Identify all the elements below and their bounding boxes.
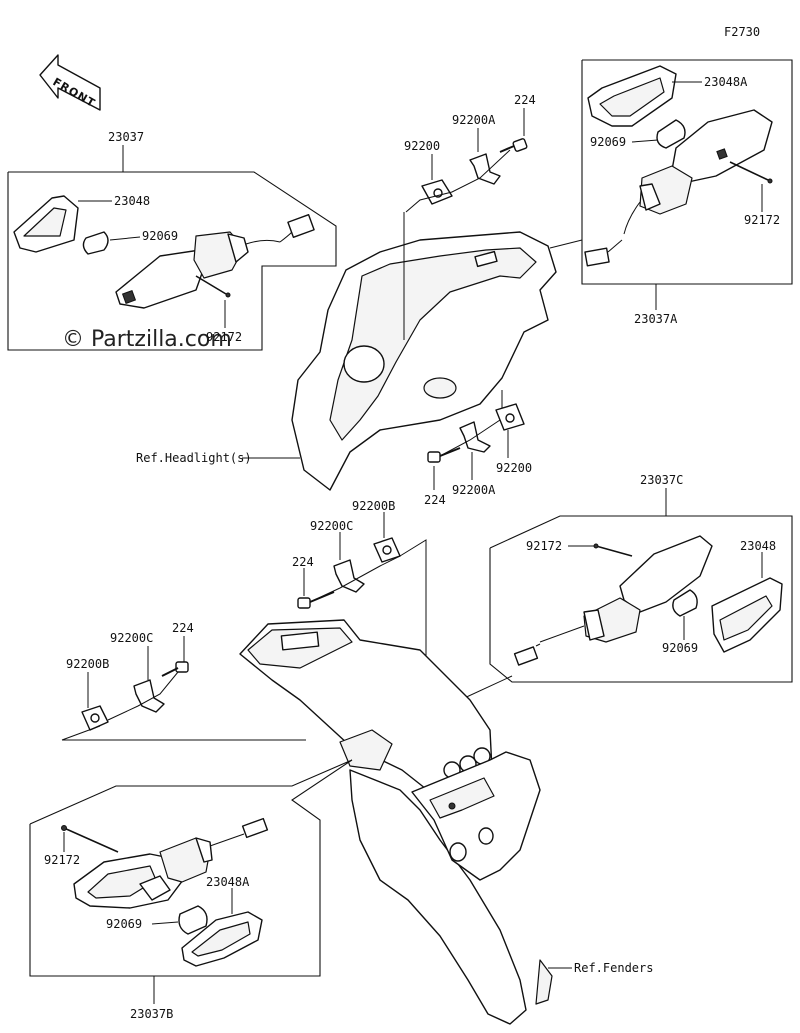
turn-signal-23037 [115, 214, 315, 309]
label-224-d: 224 [172, 621, 194, 635]
turn-signal-23037a [584, 109, 773, 267]
label-23037b: 23037B [130, 1007, 173, 1021]
label-92172-c: 92172 [526, 539, 562, 553]
front-cowl [291, 231, 557, 491]
label-ref-fenders: Ref.Fenders [574, 961, 653, 975]
bulb-92069-c [672, 589, 698, 617]
label-23037: 23037 [108, 130, 144, 144]
label-224-c: 224 [292, 555, 314, 569]
bracket-92200a-top [469, 153, 501, 185]
screw-92172-left [195, 275, 231, 298]
bulb-92069-bottom [178, 905, 208, 935]
bolt-224-c [297, 591, 335, 609]
bracket-92200-mid [495, 403, 525, 431]
figure-id: F2730 [724, 25, 760, 39]
watermark: © Partzilla.com [62, 327, 232, 352]
label-92069-a: 92069 [142, 229, 178, 243]
bolt-224-top [499, 138, 528, 153]
label-92172-a: 92172 [206, 330, 242, 344]
turn-signal-23037b [73, 817, 269, 909]
label-92200b-b: 92200B [66, 657, 109, 671]
label-92069-d: 92069 [106, 917, 142, 931]
label-92069-c: 92069 [662, 641, 698, 655]
label-23048-c: 23048 [740, 539, 776, 553]
turn-signal-23037c [513, 535, 713, 666]
label-23048a-bottom: 23048A [206, 875, 250, 889]
bracket-92200c-a [333, 559, 365, 593]
label-23048a-top: 23048A [704, 75, 748, 89]
front-arrow-icon: FRONT [39, 54, 101, 111]
box-23037 [7, 145, 337, 351]
lens-23048a-bottom [181, 911, 263, 967]
bulb-92069-left [82, 231, 109, 255]
rear-tail-fender [239, 619, 553, 1025]
label-92172-d: 92172 [44, 853, 80, 867]
label-92200c-a: 92200C [310, 519, 353, 533]
screw-92172-d [61, 825, 119, 853]
bracket-92200-top [421, 179, 453, 205]
label-92200a-mid: 92200A [452, 483, 496, 497]
bulb-92069-right [656, 119, 686, 149]
label-92200c-b: 92200C [110, 631, 153, 645]
label-224-mid: 224 [424, 493, 446, 507]
label-92200-top: 92200 [404, 139, 440, 153]
label-23037c: 23037C [640, 473, 683, 487]
box-23037b [29, 759, 353, 1004]
label-23048-a: 23048 [114, 194, 150, 208]
screw-92172-right [729, 161, 773, 184]
bracket-92200b-a [373, 537, 401, 563]
bracket-92200b-b [81, 705, 109, 731]
lens-23048-left [13, 195, 79, 253]
bracket-92200c-b [133, 679, 165, 713]
box-23037a [549, 59, 793, 310]
bolt-224-mid [427, 447, 461, 463]
lens-23048-c [711, 577, 783, 653]
label-ref-headlights: Ref.Headlight(s) [136, 451, 252, 465]
label-92200a-top: 92200A [452, 113, 496, 127]
label-23037a: 23037A [634, 312, 678, 326]
lens-23048a-top [587, 65, 677, 127]
bolt-224-d [161, 661, 189, 677]
label-92200-mid: 92200 [496, 461, 532, 475]
label-92069-b: 92069 [590, 135, 626, 149]
label-92172-b: 92172 [744, 213, 780, 227]
label-224-top: 224 [514, 93, 536, 107]
screw-92172-c [593, 543, 633, 557]
box-23037c [459, 488, 793, 701]
label-92200b-a: 92200B [352, 499, 395, 513]
